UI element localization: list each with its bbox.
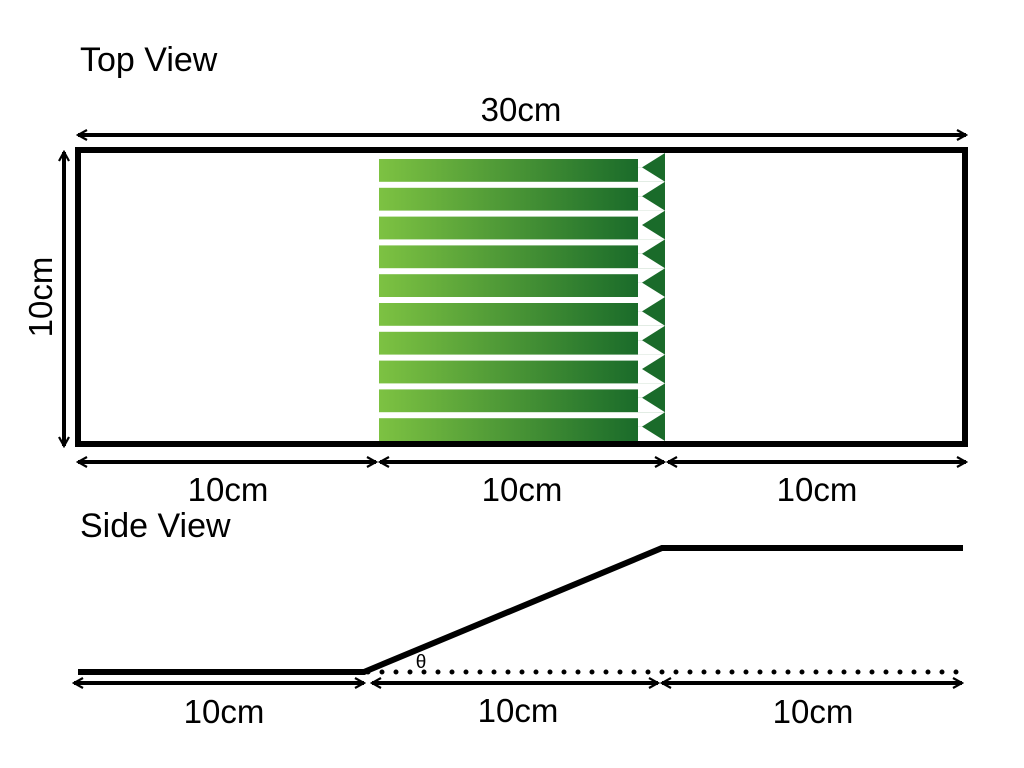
top-segment-2-label: 10cm [482, 471, 563, 508]
top-view-title: Top View [80, 41, 218, 79]
arrow-notch [638, 426, 665, 441]
side-view-title: Side View [80, 507, 231, 545]
arrow-notch [638, 383, 665, 398]
green-stripe [379, 187, 638, 211]
top-view: Top View 30cm 10cm 10cm 10cm 10cm [22, 41, 968, 508]
top-height-label: 10cm [22, 257, 59, 338]
side-view: Side View θ 10cm 10cm 10cm [74, 507, 969, 730]
green-stripe [379, 245, 638, 269]
green-stripe [379, 331, 638, 355]
arrow-notch [638, 253, 665, 269]
arrow-notch [638, 412, 665, 427]
side-segment-2-label: 10cm [478, 692, 559, 729]
arrow-notch [638, 311, 665, 326]
arrow-notch [638, 369, 665, 384]
arrow-notch [638, 225, 665, 240]
arrow-notch [638, 340, 665, 355]
arrow-notch [638, 354, 665, 369]
angle-theta-label: θ [416, 652, 427, 673]
green-stripe [379, 216, 638, 240]
green-stripe [379, 303, 638, 326]
arrow-notch [638, 210, 665, 225]
top-segment-1-label: 10cm [188, 471, 269, 508]
arrow-notch [638, 282, 665, 297]
top-segment-3-label: 10cm [777, 471, 858, 508]
green-stripe [379, 389, 638, 413]
green-stripe-region [379, 153, 665, 441]
side-segment-1-label: 10cm [184, 693, 265, 730]
arrow-notch [638, 153, 665, 168]
top-width-label: 30cm [481, 91, 562, 128]
green-stripe [379, 418, 638, 441]
arrow-notch [638, 325, 665, 341]
arrow-notch [638, 297, 665, 312]
green-stripe [379, 360, 638, 384]
side-segment-3-label: 10cm [773, 693, 854, 730]
top-view-outline [75, 147, 968, 447]
green-stripe [379, 159, 638, 182]
arrow-notch [638, 239, 665, 254]
arrow-notch [638, 196, 665, 211]
arrow-notch [638, 397, 665, 413]
arrow-notch [638, 268, 665, 283]
arrow-notch [638, 167, 665, 182]
arrow-notch [638, 181, 665, 197]
ramp-profile-line [78, 545, 963, 675]
green-stripe [379, 274, 638, 297]
